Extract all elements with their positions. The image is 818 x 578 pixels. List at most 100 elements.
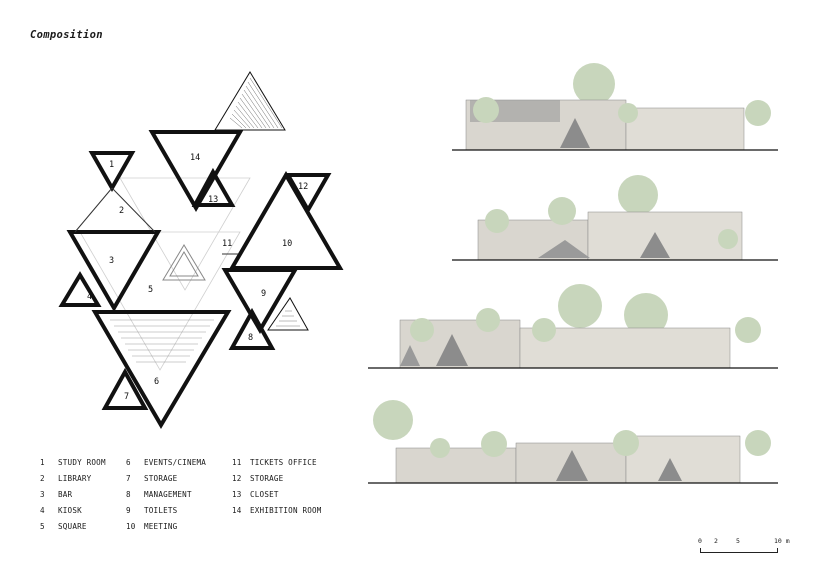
legend-label: MEETING [144,522,178,531]
facade-block [625,435,741,484]
scale-tick-0: 0 [698,537,702,545]
tree [532,318,556,342]
tree [745,430,771,456]
legend-label: BAR [58,490,73,499]
scale-tick-2: 2 [714,537,718,545]
facade-block [625,107,745,151]
legend-item: 1 STUDY ROOM [40,455,106,471]
legend-num: 2 [40,474,45,483]
room-label-9: 9 [261,289,266,299]
tree [430,438,450,458]
scale-tick-5: 5 [736,537,740,545]
room-label-3: 3 [109,256,114,266]
legend-label: KIOSK [58,506,82,515]
facade-triangle [560,118,590,148]
legend-item: 3 BAR [40,487,106,503]
room-6-walls [91,310,232,429]
room-label-12: 12 [298,182,308,192]
tree [718,229,738,249]
tree [373,400,413,440]
legend-num: 11 [232,458,242,467]
room-label-2: 2 [119,206,124,216]
room-3-walls [66,230,162,312]
stair-triangle [214,71,286,131]
room-7-walls [101,367,149,410]
room-8-walls [228,307,276,350]
legend-num: 1 [40,458,45,467]
legend-label: TOILETS [144,506,178,515]
room-12-walls [284,173,332,215]
legend-item: 10 MEETING [126,519,206,535]
room-4-walls [58,271,102,307]
legend-label: TICKETS OFFICE [250,458,317,467]
legend-num: 14 [232,506,242,515]
tree [473,97,499,123]
legend-num: 12 [232,474,242,483]
legend-num: 3 [40,490,45,499]
room-label-8: 8 [248,333,253,343]
legend-item: 2 LIBRARY [40,471,106,487]
facade-triangle [436,334,468,366]
scale-tick-10: 10 m [774,537,790,545]
library-wall [111,187,156,233]
facade-triangle [400,345,420,366]
tree [410,318,434,342]
elevation-1 [452,63,778,151]
square-outline [79,231,241,371]
toilet-stair-hatch [276,310,300,327]
legend-num: 10 [126,522,136,531]
tree [618,103,638,123]
room-label-4: 4 [87,292,92,302]
room-label-5: 5 [148,285,153,295]
scale-bar: 0 2 5 10 m [698,537,798,561]
central-seat [162,244,206,281]
legend-item: 9 TOILETS [126,503,206,519]
tree [485,209,509,233]
tree [624,293,668,337]
legend-num: 8 [126,490,131,499]
tree [573,63,615,105]
room-label-13: 13 [208,195,218,205]
legend-label: CLOSET [250,490,279,499]
tree [548,197,576,225]
room-13-walls [191,167,236,207]
legend-item: 11 TICKETS OFFICE [232,455,322,471]
tree [745,100,771,126]
elevation-3 [368,284,778,369]
room-label-14: 14 [190,153,200,163]
library-wall [74,187,113,233]
tree [558,284,602,328]
room-1-walls [88,151,136,193]
legend-num: 13 [232,490,242,499]
tree [735,317,761,343]
legend-item: 13 CLOSET [232,487,322,503]
room-label-7: 7 [124,392,129,402]
facade-triangle [538,240,590,258]
legend-num: 6 [126,458,131,467]
tree [613,430,639,456]
elevation-2 [452,175,778,261]
legend-label: LIBRARY [58,474,92,483]
room-label-10: 10 [282,239,292,249]
room-label-6: 6 [154,377,159,387]
tree [481,431,507,457]
legend-num: 7 [126,474,131,483]
facade-triangle [658,458,682,481]
cinema-seating [110,319,214,363]
legend-num: 9 [126,506,131,515]
room-label-11: 11 [222,239,232,249]
legend-label: STORAGE [144,474,178,483]
toilet-stair [267,297,309,331]
legend-item: 7 STORAGE [126,471,206,487]
room-9-walls [221,268,299,334]
legend-label: STUDY ROOM [58,458,106,467]
elevation-4 [368,400,778,484]
